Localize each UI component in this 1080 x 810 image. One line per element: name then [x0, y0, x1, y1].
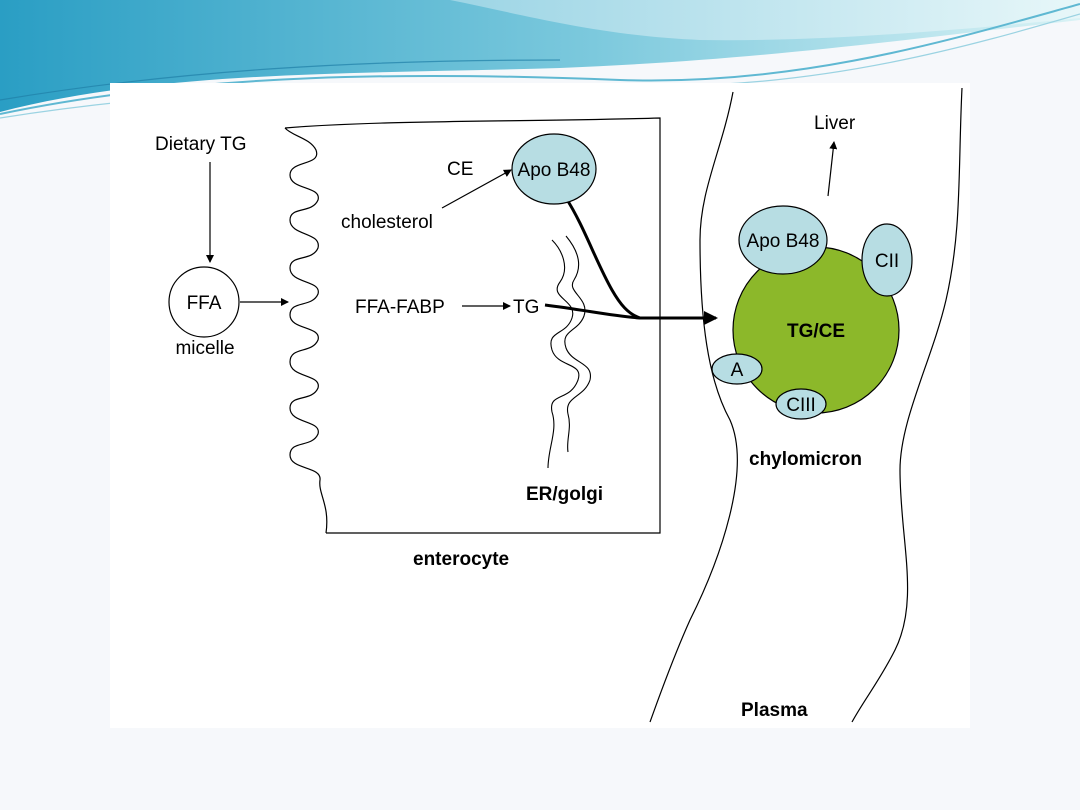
enterocyte-membrane — [284, 117, 661, 534]
er-golgi-structure — [547, 239, 580, 469]
arrow-cholesterol-to-apob48 — [441, 169, 512, 209]
label-plasma: Plasma — [741, 700, 808, 721]
vessel-wall-right — [851, 87, 963, 723]
apo-ciii-shape — [775, 388, 827, 420]
vessel-wall-left — [649, 91, 738, 723]
label-tg: TG — [513, 297, 539, 318]
label-a: A — [731, 360, 744, 381]
arrow-tg-to-chylomicron — [544, 303, 718, 325]
ffa-micelle-circle — [168, 266, 240, 338]
label-ciii: CIII — [786, 395, 816, 416]
arrow-apob48-to-assembly — [564, 197, 641, 320]
label-ffa: FFA — [187, 293, 222, 314]
apo-cii-shape — [861, 223, 913, 297]
apo-b48-chylomicron-shape — [738, 205, 828, 275]
label-dietary-tg: Dietary TG — [155, 134, 247, 155]
label-ce: CE — [447, 159, 473, 180]
label-apo-b48-chylomicron: Apo B48 — [747, 231, 820, 252]
label-er-golgi: ER/golgi — [526, 484, 603, 505]
apo-a-shape — [711, 353, 763, 385]
arrow-chylomicron-to-liver — [827, 141, 838, 197]
brush-border — [284, 127, 328, 534]
label-enterocyte: enterocyte — [413, 549, 509, 570]
er-golgi-structure-inner — [564, 235, 591, 453]
label-tg-ce: TG/CE — [787, 321, 845, 342]
label-liver: Liver — [814, 113, 856, 134]
label-ffa-fabp: FFA-FABP — [355, 297, 445, 318]
label-apo-b48-enterocyte: Apo B48 — [518, 160, 591, 181]
label-cholesterol: cholesterol — [341, 212, 433, 233]
apo-b48-enterocyte-shape — [511, 133, 597, 205]
label-chylomicron: chylomicron — [749, 449, 862, 470]
label-cii: CII — [875, 251, 899, 272]
label-micelle: micelle — [175, 338, 234, 359]
